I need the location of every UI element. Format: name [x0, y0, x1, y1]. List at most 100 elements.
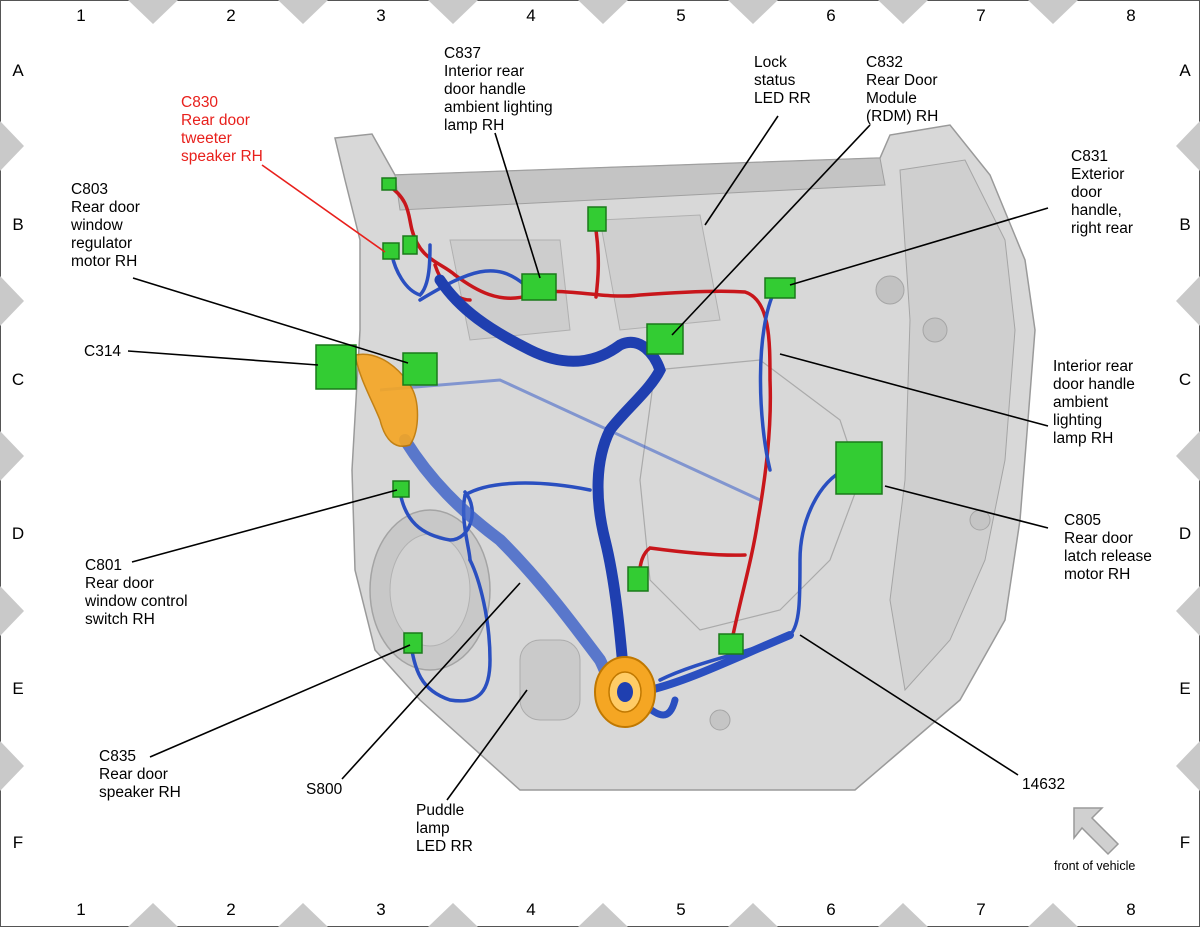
leader-lines [127, 115, 1049, 801]
label-interior-line: lighting [1053, 412, 1103, 429]
c314-orange-boot [354, 353, 419, 447]
grid-col-8-bottom: 8 [1126, 900, 1136, 919]
label-c801-line: C801 [85, 557, 123, 574]
grid-col-3-bottom: 3 [376, 900, 386, 919]
grid-row-d-left: D [11, 524, 25, 543]
label-puddle-line: lamp [416, 820, 450, 837]
grid-row-e-left: E [12, 679, 24, 698]
connector-lower-red [718, 633, 744, 655]
label-interior-line: door handle [1053, 376, 1135, 393]
label-c837: C837 Interior rear door handle ambient l… [444, 45, 553, 135]
grid-col-5-top: 5 [676, 6, 686, 25]
label-c831-line: C831 [1071, 148, 1109, 165]
grid-col-4-bottom: 4 [526, 900, 536, 919]
label-interior-lamp: Interior rear door handle ambient lighti… [1053, 358, 1135, 448]
label-c837-line: ambient lighting [444, 99, 553, 116]
label-c831-line: Exterior [1071, 166, 1125, 183]
label-interior-line: lamp RH [1053, 430, 1114, 447]
label-c314: C314 [84, 343, 121, 361]
label-c803-line: Rear door [71, 199, 140, 216]
grid-row-b-left: B [12, 215, 24, 234]
grid-col-2-top: 2 [226, 6, 236, 25]
grid-col-3-top: 3 [376, 6, 386, 25]
label-c835-line: speaker RH [99, 784, 181, 801]
grid-col-1-bottom: 1 [76, 900, 86, 919]
label-s800-line: S800 [306, 781, 343, 798]
grid-col-4-top: 4 [526, 6, 536, 25]
connector-c831 [764, 277, 796, 299]
label-puddle-lamp: Puddle lamp LED RR [416, 802, 473, 856]
label-c805-line: C805 [1064, 512, 1102, 529]
connector-lock [587, 206, 607, 232]
door-panel [334, 124, 1036, 791]
connector-c805 [835, 441, 883, 495]
label-lock-line: status [754, 72, 796, 89]
label-c832: C832 Rear Door Module (RDM) RH [866, 54, 938, 126]
label-puddle-line: Puddle [416, 802, 465, 819]
top-marker [128, 0, 178, 24]
label-c803: C803 Rear door window regulator motor RH [71, 181, 140, 271]
label-c801-line: switch RH [85, 611, 155, 628]
label-c803-line: regulator [71, 235, 133, 252]
label-c832-line: (RDM) RH [866, 108, 939, 125]
label-harness-14632: 14632 [1022, 776, 1065, 794]
label-c801-line: Rear door [85, 575, 154, 592]
grid-col-7-top: 7 [976, 6, 986, 25]
grid-row-d-right: D [1178, 524, 1192, 543]
connector-c830 [382, 242, 400, 260]
connector-c803-top [402, 235, 418, 255]
front-of-vehicle-caption: front of vehicle [1054, 859, 1136, 873]
label-c803-line: motor RH [71, 253, 138, 270]
label-interior-line: ambient [1053, 394, 1109, 411]
grid-col-8-top: 8 [1126, 6, 1136, 25]
grid-row-b-right: B [1179, 215, 1191, 234]
label-c805-line: latch release [1064, 548, 1152, 565]
grid-col-1-top: 1 [76, 6, 86, 25]
label-c837-line: lamp RH [444, 117, 505, 134]
connector-c803 [402, 352, 438, 386]
label-c801-line: window control [85, 593, 188, 610]
connector-interior [627, 566, 649, 592]
label-c803-line: C803 [71, 181, 109, 198]
connector-c835 [403, 632, 423, 654]
grid-row-c-left: C [11, 370, 25, 389]
grid-col-6-bottom: 6 [826, 900, 836, 919]
front-arrow-icon [1073, 807, 1120, 856]
label-c835: C835 Rear door speaker RH [99, 748, 181, 802]
connector-top [381, 177, 397, 191]
label-c805-line: motor RH [1064, 566, 1131, 583]
label-c831-line: handle, [1071, 202, 1122, 219]
label-c830-line: Rear door [181, 112, 250, 129]
label-c801: C801 Rear door window control switch RH [85, 557, 188, 629]
label-c837-line: Interior rear [444, 63, 525, 80]
label-c830-line: tweeter [181, 130, 232, 147]
label-s800: S800 [306, 781, 342, 799]
label-c832-line: Module [866, 90, 917, 107]
label-lock-line: Lock [754, 54, 787, 71]
label-c830: C830 Rear door tweeter speaker RH [181, 94, 263, 166]
label-c805-line: Rear door [1064, 530, 1133, 547]
label-harness-line: 14632 [1022, 776, 1066, 793]
label-c831-line: right rear [1071, 220, 1134, 237]
grid-col-5-bottom: 5 [676, 900, 686, 919]
grid-col-6-top: 6 [826, 6, 836, 25]
connector-c801 [392, 480, 410, 498]
label-c837-line: C837 [444, 45, 482, 62]
grid-row-f-left: F [12, 833, 24, 852]
grid-row-c-right: C [1178, 370, 1192, 389]
grid-row-a-left: A [12, 61, 24, 80]
connector-c314 [315, 344, 357, 390]
label-c314-line: C314 [84, 343, 122, 360]
label-lock-line: LED RR [754, 90, 811, 107]
grid-row-a-right: A [1179, 61, 1191, 80]
label-c835-line: C835 [99, 748, 137, 765]
label-c835-line: Rear door [99, 766, 168, 783]
grid-row-e-right: E [1179, 679, 1191, 698]
label-interior-line: Interior rear [1053, 358, 1134, 375]
label-c830-line: C830 [181, 94, 219, 111]
grid-col-7-bottom: 7 [976, 900, 986, 919]
connectors [315, 177, 883, 655]
